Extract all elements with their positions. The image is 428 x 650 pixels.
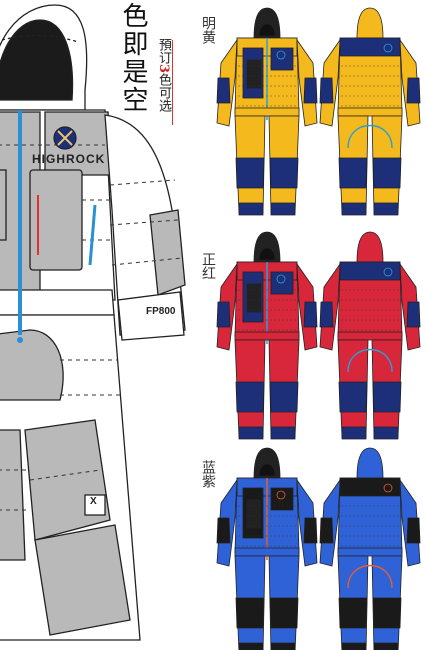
- suit-back-red: [319, 231, 421, 440]
- large-suit-illustration: [0, 4, 186, 641]
- colorway-suits: [216, 7, 421, 650]
- colorway-label-red: 正红: [200, 252, 216, 280]
- tagline-divider: [172, 40, 173, 125]
- colorway-label-yellow: 明黄: [200, 16, 216, 44]
- headline: 色即是空: [118, 2, 148, 114]
- x-patch-label: X: [90, 496, 97, 507]
- tagline: 預订3色可选: [156, 38, 171, 113]
- tagline-number: 3: [156, 64, 171, 74]
- suit-back-yellow: [319, 7, 421, 216]
- fp-patch-label: FP800: [146, 306, 176, 317]
- suit-front-yellow: [216, 7, 318, 216]
- colorway-label-blue: 蓝紫: [200, 460, 216, 488]
- suit-front-red: [216, 231, 318, 440]
- brand-name: HIGHROCK: [32, 152, 106, 166]
- suit-front-blue: [216, 447, 318, 650]
- suit-back-blue: [319, 447, 421, 650]
